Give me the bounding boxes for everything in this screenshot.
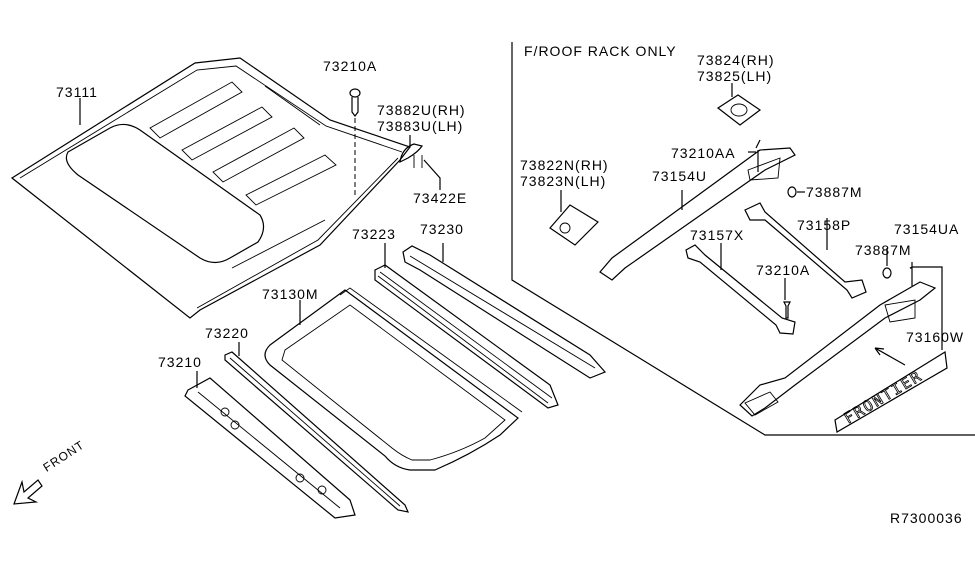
- sunroof-frame: [264, 287, 523, 471]
- reference-code: R7300036: [890, 510, 963, 526]
- label-73220: 73220: [205, 325, 249, 341]
- label-73223: 73223: [352, 226, 396, 242]
- roof-rack-section-border: [511, 42, 975, 436]
- label-73824-rh: 73824(RH): [697, 52, 775, 68]
- roof-panel: [10, 57, 411, 319]
- rack-bracket: [549, 190, 599, 246]
- label-73422e: 73422E: [413, 190, 468, 206]
- rail-73223: [374, 264, 559, 409]
- direction-arrow-icon: [874, 347, 906, 366]
- front-arrow-icon: [13, 479, 43, 505]
- label-73825-lh: 73825(LH): [697, 68, 773, 84]
- emblem-73160w: [834, 350, 948, 433]
- label-73210a-rack: 73210A: [756, 262, 811, 278]
- label-73130m: 73130M: [262, 286, 319, 302]
- rail-73220: [224, 351, 410, 513]
- label-73111: 73111: [56, 84, 98, 100]
- label-73210a: 73210A: [323, 58, 378, 74]
- label-73230: 73230: [420, 221, 464, 237]
- rack-cover: [716, 83, 762, 126]
- cross-bar-73158p: [744, 202, 867, 299]
- label-73154u: 73154U: [652, 168, 708, 184]
- label-73883u-lh: 73883U(LH): [377, 118, 464, 134]
- label-73158p: 73158P: [797, 217, 852, 233]
- label-73210: 73210: [158, 354, 202, 370]
- rack-screw: [783, 278, 791, 319]
- rail-73210: [184, 377, 356, 519]
- label-73157x: 73157X: [690, 227, 745, 243]
- rail-73230: [402, 245, 607, 379]
- roof-screw: [349, 88, 361, 196]
- rack-rail-73154u: [599, 139, 796, 281]
- label-73154ua: 73154UA: [894, 221, 960, 237]
- emblem-text: FRONTIER: [841, 367, 926, 428]
- rack-rail-73154ua: [739, 281, 937, 417]
- section-note: F/ROOF RACK ONLY: [524, 43, 677, 59]
- label-73887m-2: 73887M: [855, 242, 912, 258]
- label-73882u-rh: 73882U(RH): [377, 102, 466, 118]
- leader-73154ua: [909, 262, 943, 350]
- label-73823n-lh: 73823N(LH): [520, 173, 607, 189]
- grommet-73887m: [787, 186, 805, 198]
- label-73822n-rh: 73822N(RH): [520, 157, 609, 173]
- cross-bar-73157x: [685, 243, 796, 335]
- grommet-73887m-2: [882, 248, 892, 279]
- label-73160w: 73160W: [906, 329, 965, 345]
- label-73887m: 73887M: [806, 184, 863, 200]
- label-73210aa: 73210AA: [671, 145, 736, 161]
- roof-bracket: [399, 135, 441, 190]
